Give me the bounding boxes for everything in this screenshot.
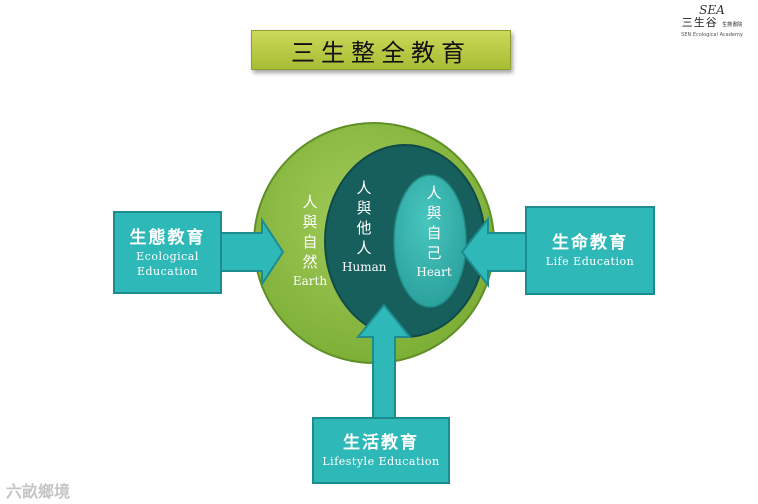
- ecological-arrow: [219, 216, 285, 288]
- logo-name: 三生谷 生態書院: [681, 16, 743, 29]
- watermark: 六畝鄉境: [6, 482, 71, 501]
- ecological-education-box: 生態教育 Ecological Education: [113, 211, 222, 294]
- heart-label: 人 與 自 己 Heart: [416, 184, 452, 279]
- lifestyle-education-box: 生活教育 Lifestyle Education: [312, 417, 450, 484]
- logo-sea: SEA: [699, 3, 725, 17]
- human-label: 人 與 他 人 Human: [342, 179, 387, 274]
- life-arrow: [460, 216, 531, 288]
- title-text: 三生整全教育: [291, 38, 471, 67]
- logo-english: SEN Ecological Academy: [681, 32, 743, 38]
- earth-label: 人 與 自 然 Earth: [292, 193, 328, 288]
- logo-sub: 生態書院: [722, 22, 743, 28]
- title-banner: 三生整全教育: [251, 30, 511, 70]
- lifestyle-arrow: [355, 303, 413, 421]
- life-education-box: 生命教育 Life Education: [525, 206, 655, 295]
- inner-circle: [393, 174, 467, 308]
- logo: SEA 三生谷 生態書院 SEN Ecological Academy: [672, 4, 752, 38]
